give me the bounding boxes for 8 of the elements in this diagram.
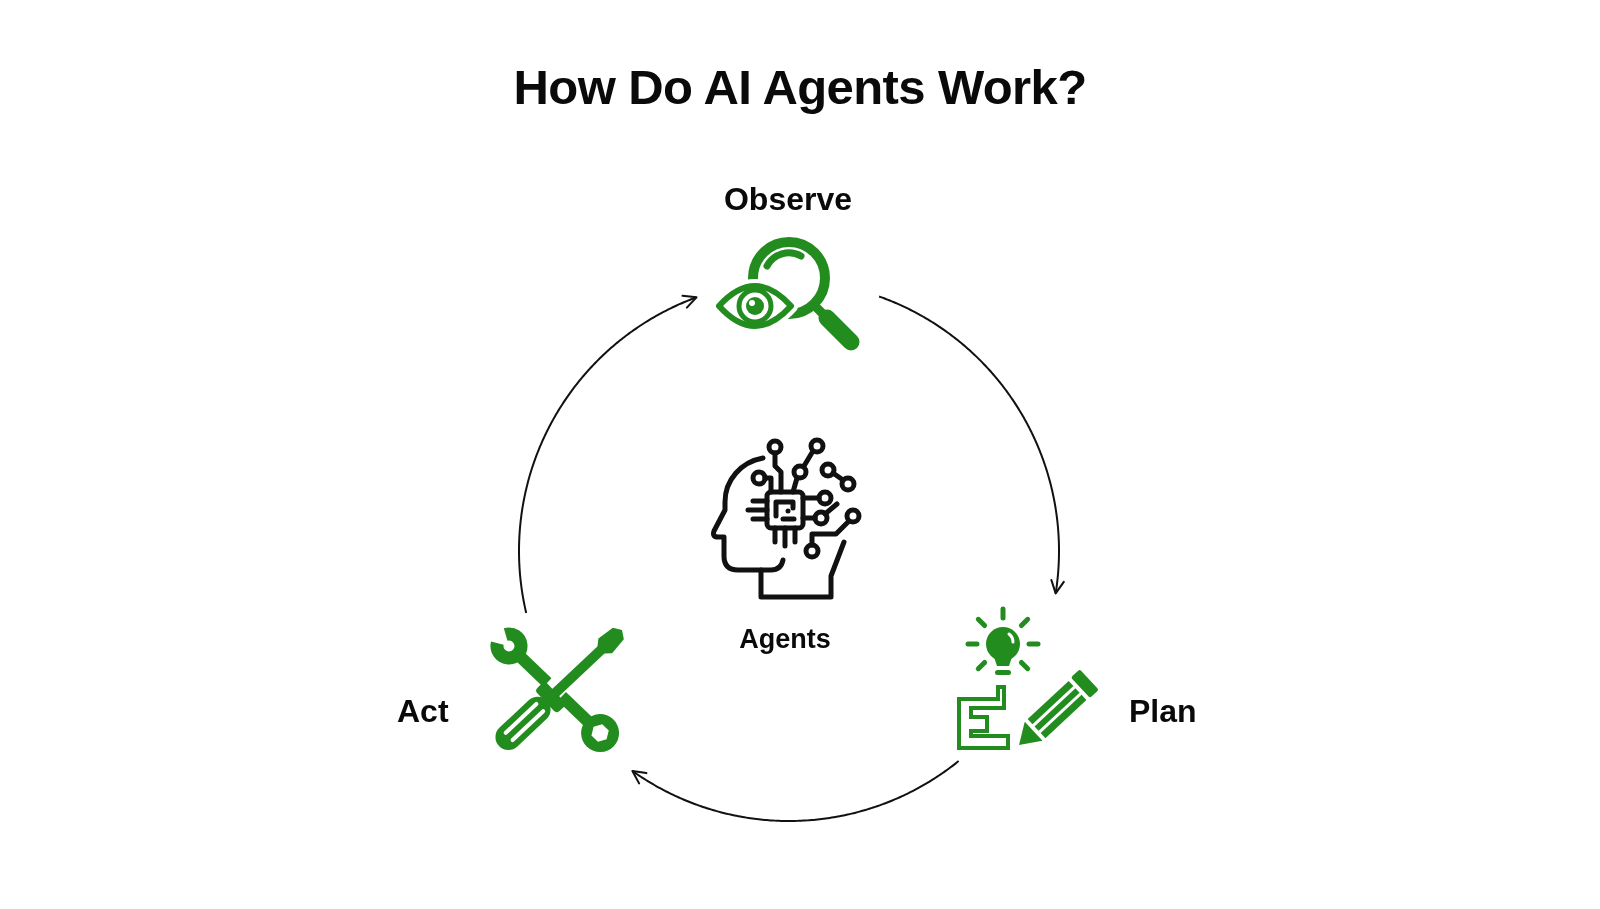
node-label: Plan [1129,692,1197,730]
node-label: Act [397,692,449,730]
node-label: Agents [739,623,831,655]
arrow [631,760,960,822]
title: How Do AI Agents Work? [513,59,1087,116]
node-label: Observe [723,180,853,218]
arrow [878,295,1065,595]
arrow [518,294,698,614]
